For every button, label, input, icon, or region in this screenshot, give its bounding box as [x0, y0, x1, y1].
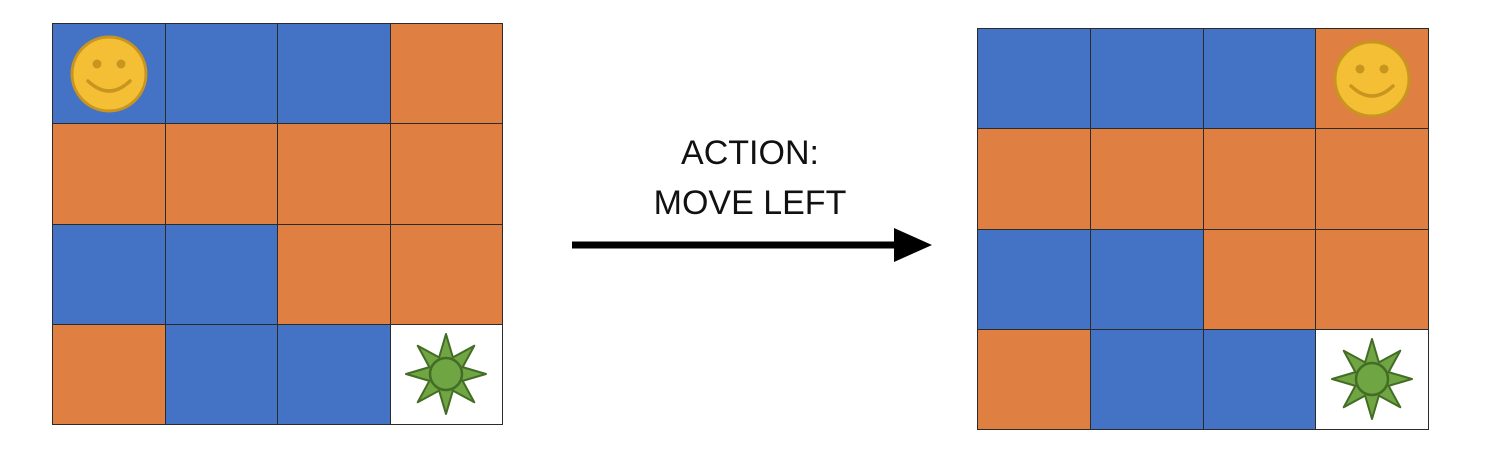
before-cell-r2-c3 — [390, 224, 502, 324]
grid-after — [977, 28, 1429, 430]
sun-icon — [1331, 338, 1414, 421]
after-cell-r1-c2 — [1203, 129, 1316, 229]
after-cell-r0-c3 — [1316, 29, 1428, 129]
before-cell-r3-c1 — [165, 324, 277, 424]
after-cell-r0-c2 — [1203, 29, 1316, 129]
before-cell-r1-c2 — [278, 124, 390, 224]
before-cell-r3-c3 — [390, 324, 502, 424]
after-cell-r1-c3 — [1316, 129, 1428, 229]
action-label: ACTION: MOVE LEFT — [590, 128, 910, 228]
action-label-line1: ACTION: — [681, 134, 819, 172]
before-cell-r1-c3 — [390, 124, 502, 224]
sun-icon — [405, 333, 488, 416]
after-cell-r3-c3 — [1316, 329, 1428, 429]
before-cell-r2-c2 — [278, 224, 390, 324]
grid-before — [52, 23, 503, 425]
after-cell-r2-c2 — [1203, 229, 1316, 329]
before-cell-r0-c1 — [165, 24, 277, 124]
before-cell-r0-c3 — [390, 24, 502, 124]
after-cell-r2-c0 — [978, 229, 1090, 329]
before-cell-r3-c2 — [278, 324, 390, 424]
arrow-head — [894, 228, 932, 262]
right-arrow-icon — [572, 228, 932, 262]
before-cell-r0-c2 — [278, 24, 390, 124]
before-cell-r1-c1 — [165, 124, 277, 224]
after-cell-r1-c0 — [978, 129, 1090, 229]
before-cell-r3-c0 — [53, 324, 165, 424]
after-cell-r3-c0 — [978, 329, 1090, 429]
after-cell-r2-c3 — [1316, 229, 1428, 329]
before-cell-r2-c0 — [53, 224, 165, 324]
before-cell-r1-c0 — [53, 124, 165, 224]
after-cell-r3-c1 — [1090, 329, 1203, 429]
after-cell-r0-c1 — [1090, 29, 1203, 129]
before-cell-r0-c0 — [53, 24, 165, 124]
after-cell-r1-c1 — [1090, 129, 1203, 229]
action-label-line2: MOVE LEFT — [653, 184, 847, 222]
after-cell-r3-c2 — [1203, 329, 1316, 429]
smiley-icon — [1333, 40, 1411, 118]
before-cell-r2-c1 — [165, 224, 277, 324]
smiley-icon — [70, 35, 148, 113]
after-cell-r0-c0 — [978, 29, 1090, 129]
after-cell-r2-c1 — [1090, 229, 1203, 329]
